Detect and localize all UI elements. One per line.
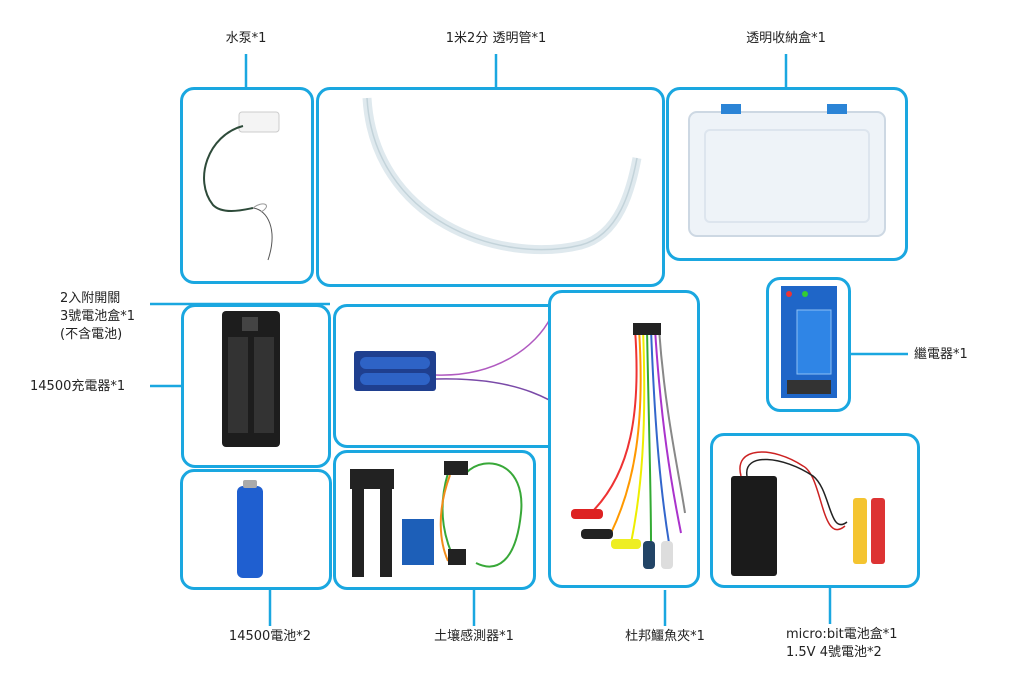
frame-battery [180,469,332,590]
frame-charger [181,304,331,468]
frame-pump [180,87,314,284]
label-jumper-clips: 杜邦鱷魚夾*1 [625,629,705,644]
label-charger: 14500充電器*1 [30,379,126,394]
frame-soil-sensor [333,450,536,590]
frame-tube [316,87,665,287]
label-microbit-box-line1: micro:bit電池盒*1 [786,627,898,642]
charger-image [222,311,280,447]
microbit-box-image [731,451,885,576]
label-microbit-box-line2: 1.5V 4號電池*2 [786,645,882,660]
label-case: 透明收納盒*1 [746,31,826,46]
label-pump: 水泵*1 [225,31,267,46]
pump-image [203,111,280,261]
label-tube: 1米2分 透明管*1 [445,31,547,46]
battery-box-image [354,316,599,436]
jumper-clips-image [571,323,686,569]
label-battery: 14500電池*2 [228,629,312,644]
label-battery-box-line1: 2入附開關 [60,291,121,306]
case-image [688,104,886,237]
label-relay: 繼電器*1 [914,347,968,362]
frame-relay [766,277,851,412]
label-battery-box-line2: 3號電池盒*1 [60,309,136,324]
label-battery-box-line3: (不含電池) [60,327,123,342]
soil-sensor-image [350,461,523,577]
frame-microbit-box [710,433,920,588]
frame-jumper-clips [548,290,700,588]
battery-image [237,480,263,578]
label-soil-sensor: 土壤感測器*1 [434,629,514,644]
frame-case [666,87,908,261]
tube-image [362,97,642,255]
relay-image [781,286,837,398]
